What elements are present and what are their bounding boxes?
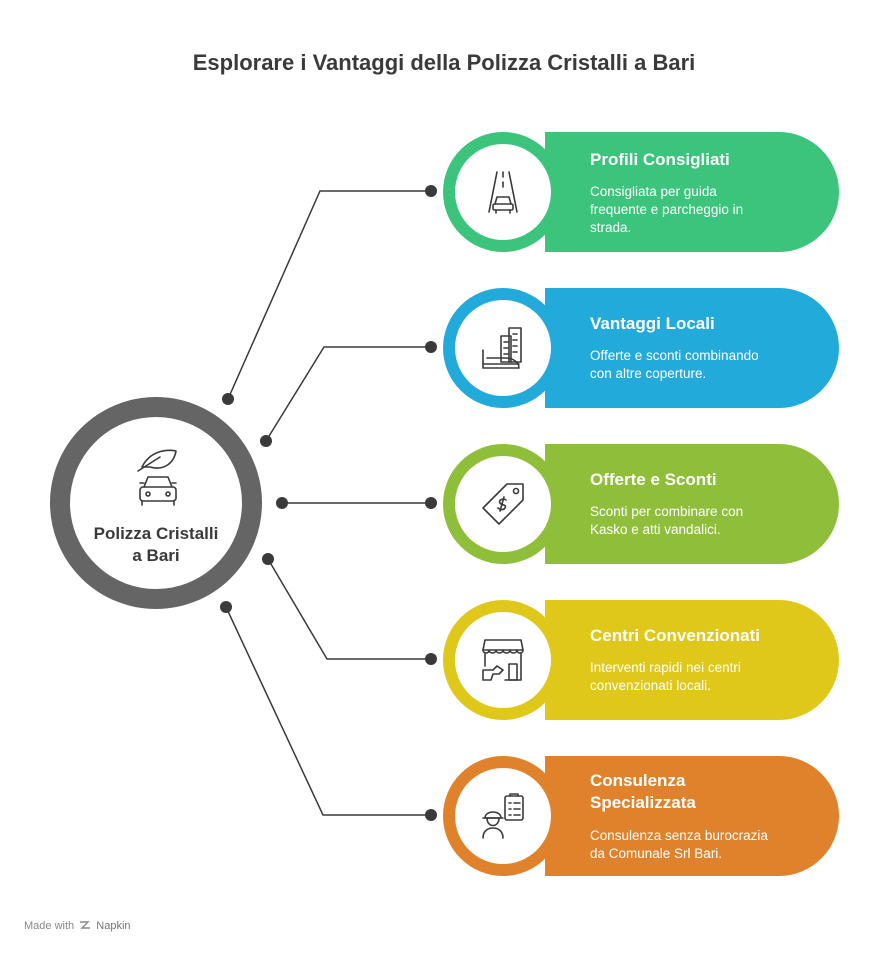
card-title: Profili Consigliati <box>590 150 730 169</box>
connector-dot <box>425 653 437 665</box>
card-pill <box>545 444 839 564</box>
card-consulenza-specializzata: Consulenza Specializzata Consulenza senz… <box>443 756 839 876</box>
card-description: Sconti per combinare con Kasko e atti va… <box>590 504 744 537</box>
hub-label-line-1: Polizza Cristalli <box>93 524 219 543</box>
card-icon-circle <box>443 600 563 720</box>
card-pill <box>545 288 839 408</box>
hub-label-line-2: a Bari <box>132 546 180 565</box>
footer-credit: Made with Napkin <box>24 920 131 932</box>
connector-line-2 <box>265 346 431 442</box>
connector-dot <box>425 809 437 821</box>
road-car-icon <box>488 171 518 214</box>
card-icon-circle <box>443 132 563 252</box>
connector-line-5 <box>225 606 431 816</box>
card-icon-circle <box>443 444 563 564</box>
card-vantaggi-locali: Vantaggi Locali Offerte e sconti combina… <box>443 288 839 408</box>
diagram-title: Esplorare i Vantaggi della Polizza Crist… <box>192 50 696 75</box>
connector-dot <box>425 185 437 197</box>
card-pill <box>545 600 839 720</box>
card-description: Offerte e sconti combinando con altre co… <box>590 348 759 381</box>
shop-icon <box>482 639 524 681</box>
hub-circle: Polizza Cristalli a Bari <box>50 397 262 609</box>
consultant-clipboard-icon <box>482 793 524 839</box>
footer-made-with: Made with <box>24 920 75 932</box>
hub-label: Polizza Cristalli a Bari <box>70 523 242 567</box>
card-title: Offerte e Sconti <box>590 470 717 489</box>
connector-dot <box>276 497 288 509</box>
card-title: Consulenza Specializzata <box>590 771 696 812</box>
card-pill <box>545 756 839 876</box>
connector-line-4 <box>267 558 431 660</box>
card-description: Interventi rapidi nei centri convenziona… <box>590 660 741 693</box>
napkin-logo-icon <box>80 921 91 929</box>
connector-dot <box>222 393 234 405</box>
connector-dot <box>425 497 437 509</box>
card-centri-convenzionati: Centri Convenzionati Interventi rapidi n… <box>443 600 839 720</box>
card-icon-circle <box>443 756 563 876</box>
hub-icons <box>137 449 177 506</box>
price-tag-icon <box>482 483 524 525</box>
card-description: Consulenza senza burocrazia da Comunale … <box>590 828 768 861</box>
card-title: Vantaggi Locali <box>590 314 715 333</box>
card-offerte-sconti: Offerte e Sconti Sconti per combinare co… <box>443 444 839 564</box>
footer-brand: Napkin <box>96 920 131 932</box>
connector-dot <box>262 553 274 565</box>
card-pill <box>545 132 839 252</box>
connector-dot <box>220 601 232 613</box>
card-profili-consigliati: Profili Consigliati Consigliata per guid… <box>443 132 839 252</box>
leaf-icon <box>137 449 177 472</box>
card-icon-circle <box>443 288 563 408</box>
connector-line-1 <box>227 190 431 400</box>
card-title: Centri Convenzionati <box>590 626 761 645</box>
card-description: Consigliata per guida frequente e parche… <box>590 184 744 235</box>
car-icon <box>139 476 177 506</box>
connector-dot <box>425 341 437 353</box>
city-buildings-icon <box>482 327 522 369</box>
connector-dot <box>260 435 272 447</box>
